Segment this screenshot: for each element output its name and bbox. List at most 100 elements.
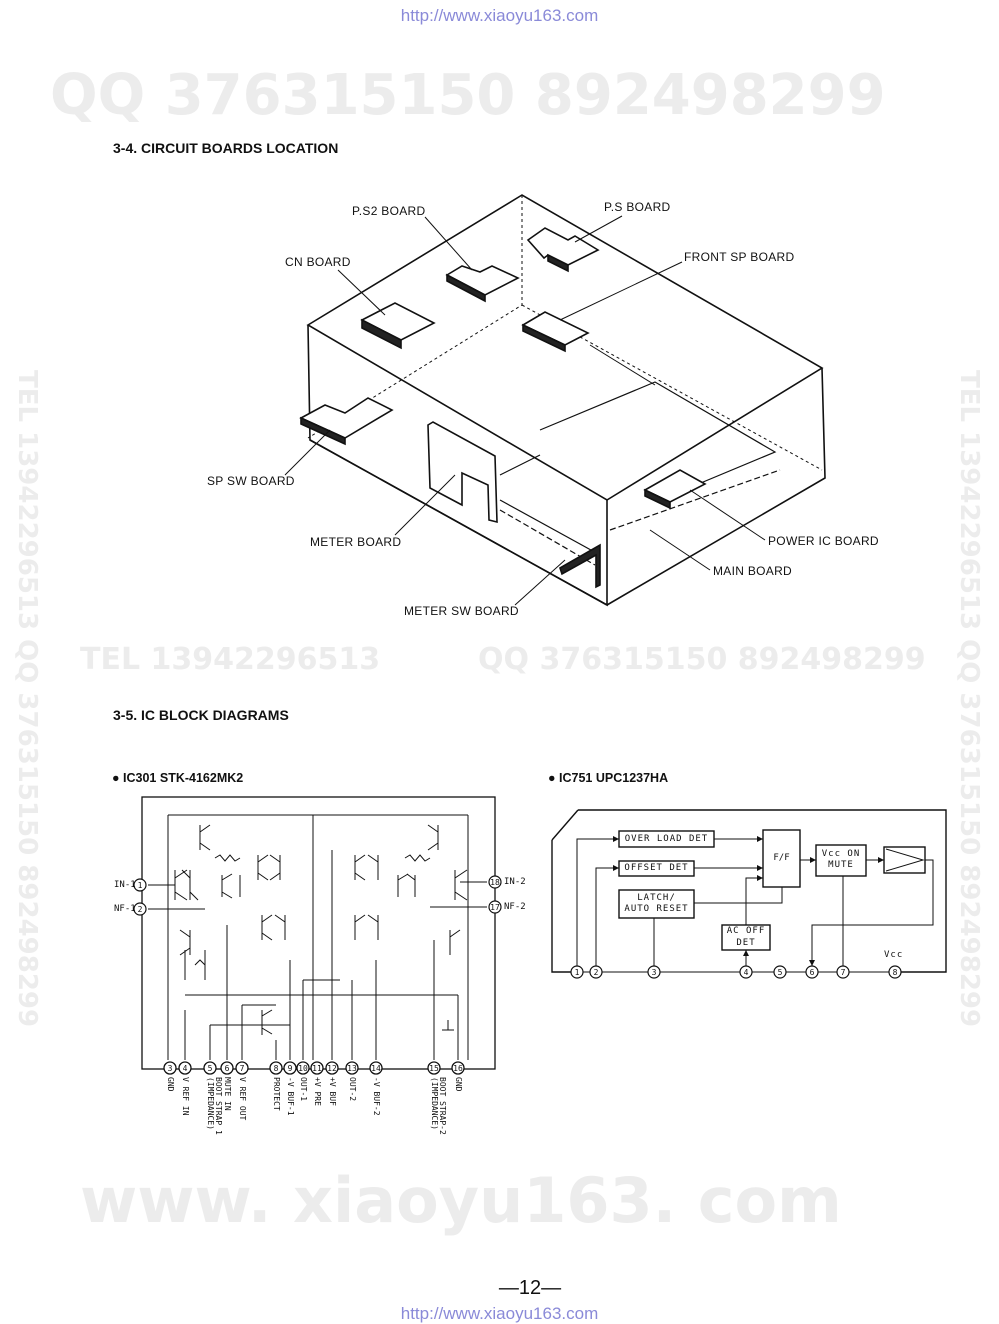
ic301-pin-label: PROTECT bbox=[272, 1077, 281, 1111]
label-meter-sw-board: METER SW BOARD bbox=[404, 604, 519, 618]
label-power-ic-board: POWER IC BOARD bbox=[768, 534, 879, 548]
ic301-pin-label: -V BUF-1 bbox=[286, 1077, 295, 1116]
ac-off-label-1: AC OFF bbox=[726, 926, 766, 936]
ic301-title: ● IC301 STK-4162MK2 bbox=[112, 771, 244, 785]
watermark-qq-mid: QQ 376315150 892498299 bbox=[478, 642, 926, 677]
ic301-pin-label: GND bbox=[166, 1077, 175, 1092]
ff-label: F/F bbox=[773, 853, 790, 863]
ic301-pin-label: V REF OUT bbox=[238, 1077, 247, 1121]
ic301-pin-number: 8 bbox=[274, 1064, 279, 1073]
latch-label-1: LATCH/ bbox=[637, 893, 676, 903]
ic301-pin-number: 5 bbox=[208, 1064, 213, 1073]
ic751-pin-5 bbox=[773, 965, 787, 979]
watermark-side-left: TEL 13942296513 QQ 376315150 892498299 bbox=[12, 370, 42, 1028]
mute-block bbox=[815, 844, 867, 877]
amp-block bbox=[883, 846, 926, 874]
overload-det-label: OVER LOAD DET bbox=[624, 834, 709, 844]
ic301-pin-label: BOOT STRAP 1 (IMPEDANCE) bbox=[206, 1077, 223, 1135]
watermark-qq: QQ 376315150 892498299 bbox=[50, 63, 886, 128]
ic301-pin-number: 10 bbox=[298, 1064, 308, 1073]
ic301-pin-number: 15 bbox=[429, 1064, 439, 1073]
ic751-title: ● IC751 UPC1237HA bbox=[548, 771, 669, 785]
ic751-pin-number: 5 bbox=[778, 968, 783, 977]
ic751-pin-number: 4 bbox=[744, 968, 749, 977]
ic301-title-text: IC301 STK-4162MK2 bbox=[123, 771, 244, 785]
ic751-pin-8 bbox=[888, 965, 902, 979]
label-ps-board: P.S BOARD bbox=[604, 200, 671, 214]
latch-label-2: AUTO RESET bbox=[624, 904, 689, 914]
pin-label-nf1: NF-1 bbox=[114, 904, 136, 914]
label-main-board: MAIN BOARD bbox=[713, 564, 793, 578]
ic301-pin-label: +V PRE bbox=[313, 1077, 322, 1106]
chassis-right bbox=[606, 367, 826, 606]
svg-text:18: 18 bbox=[490, 878, 500, 887]
header-url[interactable]: http://www.xiaoyu163.com bbox=[400, 6, 599, 25]
label-front-sp-board: FRONT SP BOARD bbox=[684, 250, 795, 264]
offset-det-block bbox=[618, 860, 695, 877]
ps-board-shape bbox=[526, 227, 600, 266]
ic301-pin-4 bbox=[178, 1061, 192, 1075]
ic301-pin-13 bbox=[345, 1061, 359, 1075]
ic301-pin-label: +V BUF bbox=[328, 1077, 337, 1106]
ic301-pin-number: 3 bbox=[168, 1064, 173, 1073]
mute-label-1: Vcc ON bbox=[821, 849, 861, 859]
offset-det-label: OFFSET DET bbox=[624, 863, 689, 873]
ic301-pin-number: 6 bbox=[225, 1064, 230, 1073]
ic301-pin-12 bbox=[325, 1061, 339, 1075]
section-title-boards: 3-4. CIRCUIT BOARDS LOCATION bbox=[113, 140, 339, 156]
ic301-pin-label: OUT-2 bbox=[348, 1077, 357, 1102]
ic301-pin-number: 12 bbox=[327, 1064, 337, 1073]
ic301-pin-label: GND bbox=[454, 1077, 463, 1092]
ic301-pin-9 bbox=[283, 1061, 297, 1075]
label-cn-board: CN BOARD bbox=[285, 255, 351, 269]
ac-off-label-2: DET bbox=[736, 938, 756, 948]
ic751-pin-1 bbox=[570, 965, 584, 979]
ic301-pin-label: V REF IN bbox=[181, 1077, 190, 1116]
ic301-pin-number: 4 bbox=[183, 1064, 188, 1073]
ic751-pin-number: 3 bbox=[652, 968, 657, 977]
label-ps2-board: P.S2 BOARD bbox=[352, 204, 426, 218]
ic301-pin-10 bbox=[296, 1061, 310, 1075]
ic751-pin-3 bbox=[647, 965, 661, 979]
watermark-bottom: www. xiaoyu163. com bbox=[80, 1164, 842, 1237]
watermark-tel: TEL 13942296513 bbox=[80, 642, 381, 677]
vcc-label: Vcc bbox=[884, 950, 904, 960]
ic301-pin-label: MUTE IN bbox=[223, 1077, 232, 1111]
ic751-pin-number: 8 bbox=[893, 968, 898, 977]
mute-label-2: MUTE bbox=[828, 860, 854, 870]
ic751-pin-number: 1 bbox=[575, 968, 580, 977]
ac-off-block bbox=[721, 924, 771, 951]
ic751-title-text: IC751 UPC1237HA bbox=[559, 771, 669, 785]
ic301-pin-label: -V BUF-2 bbox=[372, 1077, 381, 1116]
ic301-pin-number: 14 bbox=[371, 1064, 381, 1073]
label-meter-board: METER BOARD bbox=[310, 535, 402, 549]
svg-text:2: 2 bbox=[138, 905, 143, 914]
ic301-pin-7 bbox=[235, 1061, 249, 1075]
ic301-pin-3 bbox=[163, 1061, 177, 1075]
meter-board-shape bbox=[427, 421, 498, 524]
ic301-pin-number: 7 bbox=[240, 1064, 245, 1073]
ic751-pin-2 bbox=[589, 965, 603, 979]
ff-block bbox=[762, 829, 801, 888]
ic751-pin-number: 2 bbox=[594, 968, 599, 977]
svg-text:17: 17 bbox=[490, 903, 500, 912]
pin-label-in1: IN-1 bbox=[114, 880, 136, 890]
ic301-pin-number: 13 bbox=[347, 1064, 357, 1073]
ic301-pin-6 bbox=[220, 1061, 234, 1075]
meter-sw-board-shape bbox=[559, 543, 601, 589]
ic751-pin-4 bbox=[739, 965, 753, 979]
overload-det-block bbox=[618, 830, 715, 848]
ic301-pin-8 bbox=[269, 1061, 283, 1075]
footer-url[interactable]: http://www.xiaoyu163.com bbox=[400, 1304, 599, 1323]
ic301-pin-number: 9 bbox=[288, 1064, 293, 1073]
ic301-pin-15 bbox=[427, 1061, 441, 1075]
ic301-pin-11 bbox=[310, 1061, 324, 1075]
ic301-pin-number: 16 bbox=[453, 1064, 463, 1073]
latch-block bbox=[618, 889, 695, 919]
ic751-pin-number: 6 bbox=[810, 968, 815, 977]
ic301-pin-label: BOOT STRAP-2 (IMPEDANCE) bbox=[430, 1077, 447, 1135]
label-sp-sw-board: SP SW BOARD bbox=[207, 474, 295, 488]
